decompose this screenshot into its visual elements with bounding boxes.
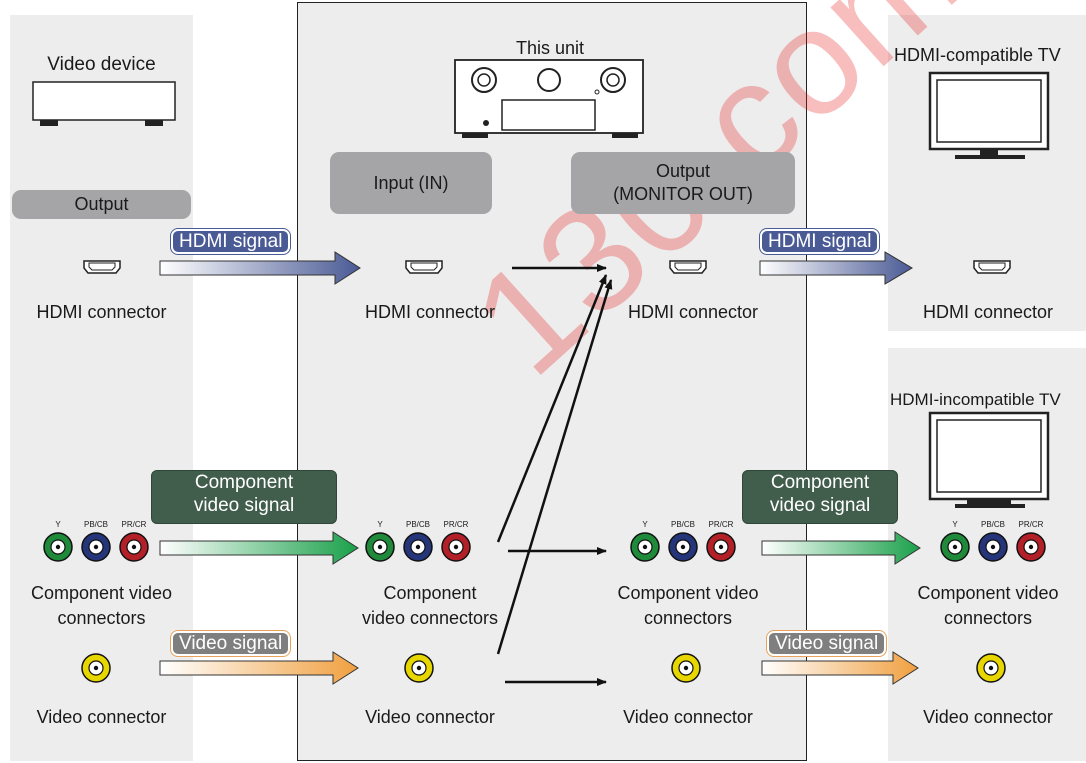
hdmi-tv-title: HDMI-compatible TV [894, 45, 1061, 65]
component-jack-icon [43, 532, 73, 562]
component-jack-icon [441, 532, 471, 562]
source-panel [10, 15, 193, 761]
component-jack-label: Y [642, 520, 648, 529]
video-signal-label: Video signal [767, 631, 887, 656]
video-device-title: Video device [47, 54, 156, 75]
component-jack-icon [940, 532, 970, 562]
unit-out-component-label-2: connectors [643, 608, 733, 628]
component-jack-label: PR/CR [121, 520, 147, 529]
component-jack-label: PB/CB [670, 520, 695, 529]
nonhdmi-tv-icon [928, 411, 1050, 508]
tv-hdmi-panel [888, 15, 1086, 331]
component-signal-label: Component video signal [742, 470, 898, 524]
video-jack-icon [81, 653, 111, 683]
unit-in-hdmi-label: HDMI connector [364, 302, 496, 322]
video-jack-icon [404, 653, 434, 683]
video-jack-icon [671, 653, 701, 683]
component-signal-arrow [761, 531, 921, 565]
component-jack-icon [668, 532, 698, 562]
component-jack-label: PR/CR [1018, 520, 1044, 529]
hdmi-tv-icon [928, 71, 1050, 159]
unit-out-component-label-1: Component video [617, 583, 759, 603]
component-signal-label-line1: Component [194, 472, 294, 493]
component-signal-arrow [159, 531, 359, 565]
source-component-label-2: connectors [57, 608, 146, 628]
unit-input-label: Input (IN) [330, 152, 492, 214]
hdmi-signal-arrow [159, 251, 361, 285]
component-jack-label: PR/CR [443, 520, 469, 529]
component-jack-label: PB/CB [83, 520, 108, 529]
hdmi-signal-arrow [759, 251, 913, 285]
video-signal-arrow [761, 651, 919, 685]
unit-in-video-label: Video connector [365, 707, 495, 727]
video-signal-label: Video signal [171, 631, 291, 656]
component-jack-icon [365, 532, 395, 562]
component-jack-label: Y [55, 520, 61, 529]
component-signal-label-line1: Component [770, 472, 870, 493]
unit-title: This unit [515, 38, 585, 58]
component-jack-label: PR/CR [708, 520, 734, 529]
source-output-label: Output [12, 190, 191, 219]
hdmi-connector-icon [83, 260, 121, 274]
component-signal-label-line2: video signal [769, 495, 871, 516]
unit-in-component-label-2: video connectors [361, 608, 499, 628]
nonhdmi-tv-title: HDMI-incompatible TV [890, 390, 1061, 409]
hdmi-connector-icon [973, 260, 1011, 274]
component-jack-label: Y [377, 520, 383, 529]
video-signal-arrow [159, 651, 359, 685]
component-jack-icon [706, 532, 736, 562]
unit-output-label-line2: (MONITOR OUT) [613, 184, 753, 204]
unit-output-label-line1: Output [655, 161, 711, 181]
video-jack-icon [976, 653, 1006, 683]
component-jack-icon [630, 532, 660, 562]
source-component-label-1: Component video [30, 583, 173, 603]
component-signal-label-line2: video signal [193, 495, 295, 516]
nonhdmi-tv-component-label-2: connectors [943, 608, 1033, 628]
video-device-icon [32, 81, 176, 126]
hdmi-connector-icon [669, 260, 707, 274]
nonhdmi-tv-video-label: Video connector [923, 707, 1053, 727]
unit-output-label: Output (MONITOR OUT) [571, 152, 795, 214]
unit-out-hdmi-label: HDMI connector [627, 302, 759, 322]
component-jack-label: PB/CB [405, 520, 430, 529]
nonhdmi-tv-component-label-1: Component video [917, 583, 1059, 603]
component-jack-icon [119, 532, 149, 562]
source-video-connector-label: Video connector [36, 707, 167, 727]
component-jack-icon [978, 532, 1008, 562]
component-jack-icon [81, 532, 111, 562]
source-hdmi-connector-label: HDMI connector [36, 302, 167, 322]
component-signal-label: Component video signal [151, 470, 337, 524]
hdmi-signal-label: HDMI signal [171, 229, 291, 254]
hdmi-tv-connector-label: HDMI connector [922, 302, 1054, 322]
component-jack-label: Y [952, 520, 958, 529]
component-jack-icon [1016, 532, 1046, 562]
hdmi-connector-icon [405, 260, 443, 274]
unit-in-component-label-1: Component [383, 583, 477, 603]
component-jack-label: PB/CB [980, 520, 1005, 529]
av-receiver-icon [454, 59, 644, 138]
component-jack-icon [403, 532, 433, 562]
internal-routing-arrows [496, 264, 613, 686]
unit-out-video-label: Video connector [623, 707, 753, 727]
hdmi-signal-label: HDMI signal [760, 229, 880, 254]
